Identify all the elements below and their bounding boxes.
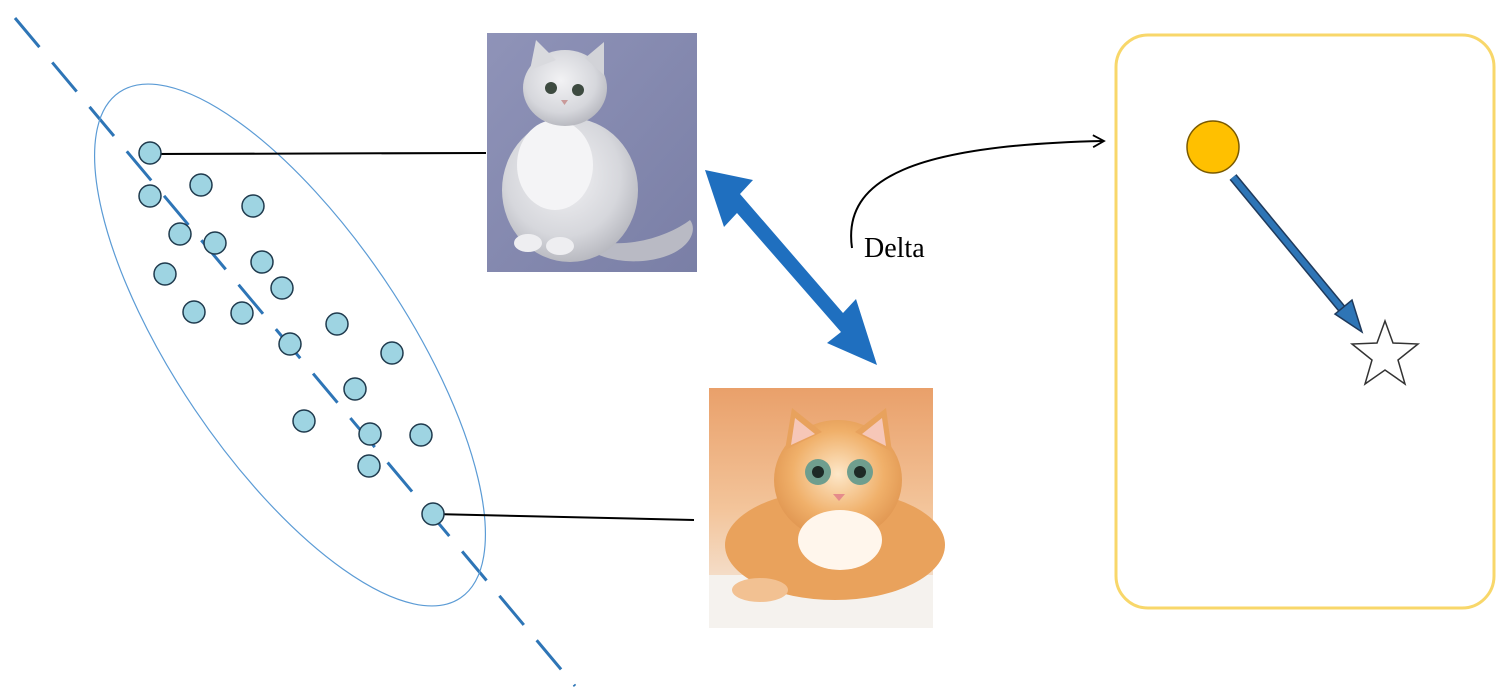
cluster-ellipse [94,83,486,607]
data-point [168,222,192,246]
data-point [138,141,162,165]
data-point [358,422,382,446]
delta-label: Delta [864,233,925,264]
data-point [189,173,213,197]
data-point [250,250,274,274]
data-point [325,312,349,336]
data-points [138,141,445,526]
connector-line-bottom [432,513,695,521]
data-point [153,262,177,286]
data-point [292,409,316,433]
star-icon [1349,318,1421,386]
orange-dot [1186,120,1240,174]
data-point [343,377,367,401]
delta-panel [1114,33,1496,610]
data-point [278,332,302,356]
data-point [138,184,162,208]
data-point [409,423,433,447]
data-point [182,300,206,324]
data-point [421,502,445,526]
data-point [380,341,404,365]
curved-pointer-arrow [850,134,1106,249]
direction-arrow [1229,174,1364,334]
grey-cat-photo [487,33,697,272]
data-point [357,454,381,478]
orange-cat-photo [709,388,945,628]
data-point [203,231,227,255]
data-point [270,276,294,300]
connector-line-top [149,152,487,155]
double-headed-arrow [705,170,877,365]
data-point [230,301,254,325]
data-point [241,194,265,218]
